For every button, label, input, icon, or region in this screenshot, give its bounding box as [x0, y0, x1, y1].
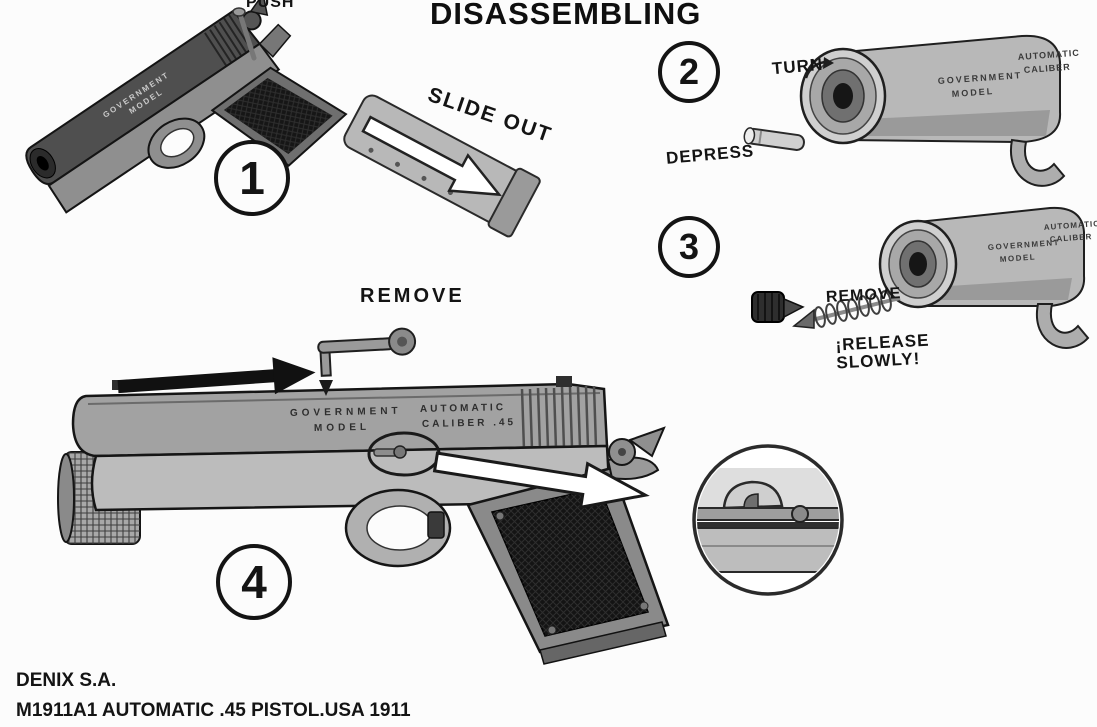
- pin-tip-arrow: [319, 380, 333, 396]
- engraving-automatic: AUTOMATIC: [420, 402, 506, 415]
- magazine: [343, 94, 541, 238]
- frame-rail: [697, 507, 839, 521]
- trigger-hook: [1009, 138, 1066, 187]
- front-sight: [112, 380, 121, 390]
- step3-slide-illustration: GOVERNMENT MODEL AUTOMATIC CALIBER: [751, 206, 1097, 349]
- rear-sight: [556, 376, 572, 387]
- rail-slot: [697, 522, 839, 528]
- engraving-caliber-45: CALIBER .45: [422, 417, 516, 430]
- magnifier-arrow: [432, 451, 650, 510]
- step-number-3: 3: [658, 216, 720, 278]
- engraving-model: MODEL: [951, 86, 994, 99]
- engraving-model: MODEL: [314, 422, 370, 434]
- step-number-4: 4: [216, 544, 292, 620]
- model-designation: M1911A1 AUTOMATIC .45 PISTOL.USA 1911: [16, 700, 411, 721]
- remove-label-step4: REMOVE: [360, 285, 465, 307]
- slide-out-arrow: [361, 115, 502, 197]
- direction-arrow: [117, 357, 316, 395]
- diagram-title: DISASSEMBLING: [430, 0, 702, 31]
- engraving-government: GOVERNMENT: [290, 406, 402, 419]
- engraving-automatic: AUTOMATIC: [1017, 48, 1080, 62]
- trigger: [427, 511, 445, 539]
- step1-pistol-illustration: GOVERNMENT MODEL: [25, 0, 348, 214]
- grip-screw: [639, 601, 649, 611]
- push-pin: [232, 7, 257, 61]
- magazine-base: [539, 621, 667, 665]
- recoil-spring: [792, 290, 901, 329]
- slide-serrations: [204, 14, 253, 67]
- step2-slide-illustration: GOVERNMENT MODEL AUTOMATIC CALIBER: [743, 34, 1080, 187]
- push-label: PUSH: [246, 0, 295, 11]
- grip-screw: [547, 625, 557, 635]
- recoil-plug-rod: [743, 127, 805, 151]
- slide-stop-pin: [791, 505, 809, 523]
- magazine-baseplate: [487, 167, 541, 238]
- slide-stop-removed: [317, 327, 417, 377]
- engraving-model: MODEL: [1000, 252, 1037, 264]
- trigger-hook: [1035, 303, 1090, 349]
- grip-screw: [495, 511, 505, 521]
- manufacturer-name: DENIX S.A.: [16, 670, 117, 691]
- magnifier-detail: [692, 444, 844, 596]
- guide-rod-tip: [792, 308, 815, 329]
- beavertail: [258, 23, 292, 58]
- engraving-automatic: AUTOMATIC: [1044, 219, 1097, 232]
- step4-pistol-illustration: GOVERNMENT MODEL AUTOMATIC CALIBER .45: [57, 327, 844, 665]
- release-slowly-label: ¡RELEASE SLOWLY!: [835, 331, 931, 373]
- step-number-1: 1: [214, 140, 290, 216]
- engraving-caliber: CALIBER: [1023, 62, 1071, 75]
- recoil-plug: [751, 291, 805, 323]
- muzzle-bore: [833, 83, 853, 109]
- slide-stop-pin-hole: [393, 445, 407, 459]
- slide-serrations: [520, 385, 598, 451]
- engraving-caliber: CALIBER: [1050, 232, 1093, 244]
- step-number-2: 2: [658, 41, 720, 103]
